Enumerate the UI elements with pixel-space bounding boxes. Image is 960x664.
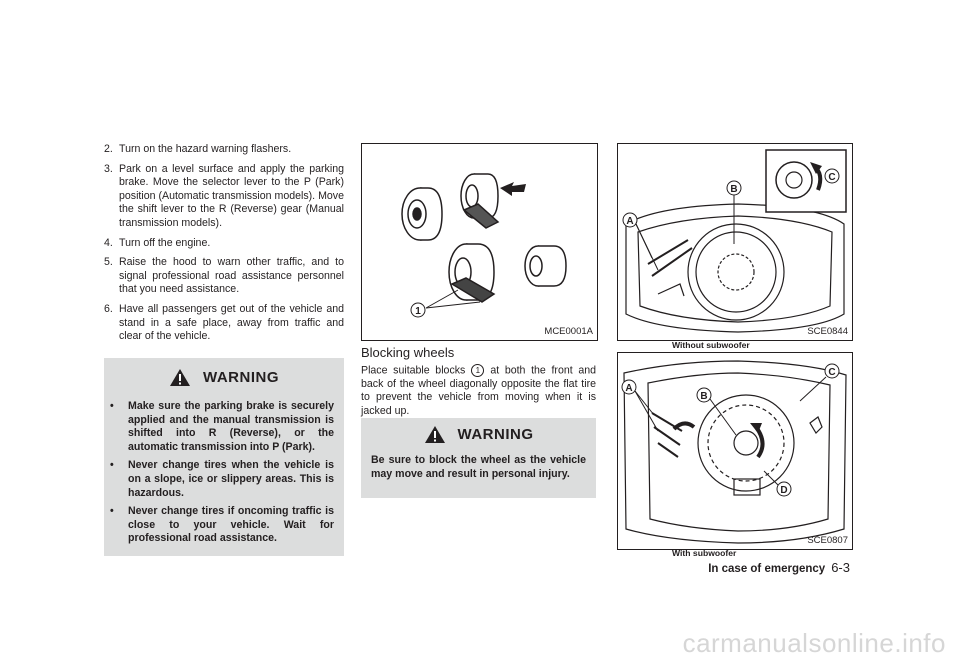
caption-without-subwoofer: Without subwoofer	[672, 340, 750, 350]
warning-item: •Make sure the parking brake is securely…	[110, 400, 334, 453]
warning-box-1: WARNING •Make sure the parking brake is …	[104, 358, 344, 556]
figure-trunk-without-subwoofer: A B C SCE0844	[617, 143, 853, 341]
label-d-text: D	[780, 485, 787, 496]
warning-title: WARNING	[457, 425, 534, 443]
warning-text: Be sure to block the wheel as the vehicl…	[371, 454, 586, 480]
watermark: carmanualsonline.info	[682, 628, 946, 658]
figure-trunk-with-subwoofer: A B C D SCE0807	[617, 352, 853, 550]
tire-icon	[524, 245, 567, 287]
wheel-blocks-illustration: 1	[401, 173, 567, 318]
label-b-text: B	[700, 391, 707, 402]
page-footer: In case of emergency 6-3	[708, 560, 850, 575]
footer-section: In case of emergency	[708, 563, 826, 575]
warning-item: •Never change tires when the vehicle is …	[110, 459, 334, 499]
tire-icon	[401, 187, 443, 241]
tire-icon	[448, 243, 496, 303]
figure-code: SCE0807	[807, 535, 848, 546]
figure-wheel-blocks: 1 MCE0001A	[361, 143, 598, 341]
warning-header: WARNING	[361, 418, 596, 450]
figure-code: SCE0844	[807, 326, 848, 337]
step-5: 5. Raise the hood to warn other traffic,…	[104, 256, 344, 296]
steps-list: 2. Turn on the hazard warning flashers. …	[104, 143, 344, 350]
label-a	[622, 212, 659, 271]
caption-with-subwoofer: With subwoofer	[672, 548, 737, 558]
page-number: 6-3	[831, 560, 850, 575]
label-1: 1	[415, 306, 421, 317]
marker-1: 1	[471, 364, 485, 377]
label-c-text: C	[828, 367, 835, 378]
figure-code: MCE0001A	[544, 326, 593, 337]
section-title-blocking-wheels: Blocking wheels	[361, 345, 455, 360]
trunk-with-subwoofer-illustration: A B C D	[621, 360, 847, 544]
label-a-text: A	[626, 216, 633, 227]
warning-triangle-icon	[170, 368, 190, 386]
warning-list: •Make sure the parking brake is securely…	[104, 400, 344, 546]
warning-triangle-icon	[424, 425, 445, 443]
warning-item: •Never change tires if oncoming traffic …	[110, 505, 334, 545]
label-c-text: C	[828, 172, 835, 183]
trunk-without-subwoofer-illustration: A B C	[622, 149, 847, 333]
step-4: 4. Turn off the engine.	[104, 236, 211, 249]
tire-icon	[460, 173, 500, 229]
warning-header: WARNING	[104, 360, 344, 394]
warning-title: WARNING	[203, 368, 279, 386]
label-b-text: B	[730, 184, 737, 195]
arrow-icon	[500, 182, 526, 196]
step-6: 6. Have all passengers get out of the ve…	[104, 302, 344, 343]
step-2: 2. Turn on the hazard warning flashers.	[104, 143, 292, 155]
label-a-text: A	[625, 383, 632, 394]
step-3: 3. Park on a level surface and apply the…	[104, 162, 344, 229]
warning-box-2: WARNING Be sure to block the wheel as th…	[361, 418, 596, 498]
